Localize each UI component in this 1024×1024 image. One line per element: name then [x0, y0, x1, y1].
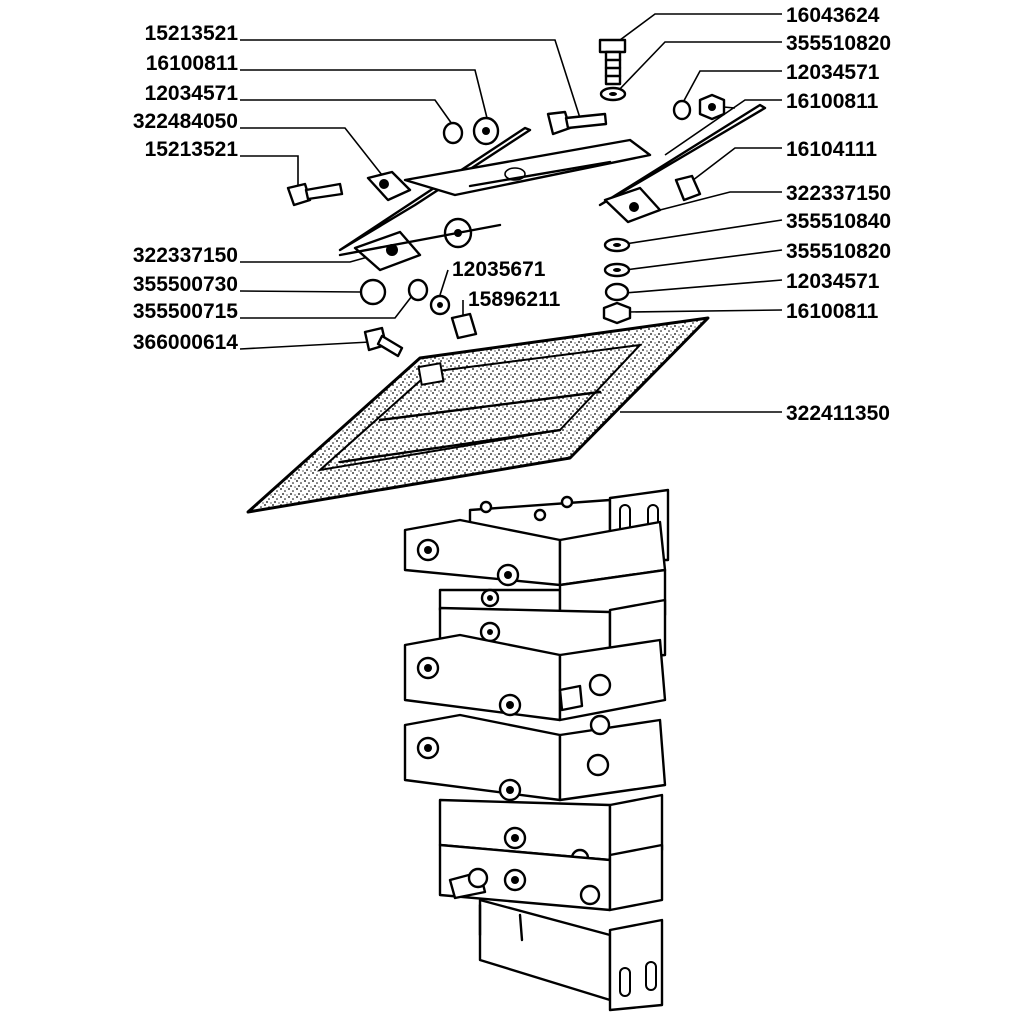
callouts-right: 16043624 355510820 12034571 16100811 161… [786, 4, 891, 425]
leader-355510820-a [616, 41, 782, 93]
callout-right-label: 355510820 [786, 240, 891, 263]
callout-right-label: 16104111 [786, 138, 877, 161]
bottom-mount-bracket [478, 898, 664, 1012]
washer-355500730 [359, 278, 387, 306]
leader-355510840 [624, 219, 783, 245]
lockwasher-12034571-mid [604, 282, 630, 302]
leader-355500715 [240, 291, 416, 319]
callout-right-label: 12034571 [786, 61, 880, 84]
module-5 [403, 713, 667, 802]
callouts-left: 15213521 16100811 12034571 322484050 152… [133, 22, 238, 354]
leader-322337150-a [659, 191, 782, 211]
callout-left-label: 366000614 [133, 331, 238, 354]
callout-right-label: 322411350 [786, 402, 890, 425]
leader-16104111 [683, 147, 782, 188]
callout-left-label: 15213521 [145, 138, 239, 161]
callout-left-label: 355500715 [133, 300, 238, 323]
bolt-15213521-lower [286, 182, 344, 207]
callout-left-label: 322484050 [133, 110, 238, 133]
leader-355510820-b [624, 249, 783, 271]
top-hardware [286, 38, 767, 358]
leader-12034571-a [679, 70, 782, 109]
callout-left-label: 355500730 [133, 273, 238, 296]
leader-16100811-b [626, 309, 783, 313]
washer-355500715 [407, 278, 429, 302]
module-1 [403, 518, 667, 587]
leader-12034571-b [624, 279, 783, 294]
bracket-322484050 [338, 126, 652, 252]
callout-left-label: 16100811 [146, 52, 239, 75]
callout-right-label: 355510840 [786, 210, 891, 233]
callout-right-label: 16043624 [786, 4, 880, 27]
screw-366000614 [363, 326, 404, 358]
leader-12034571-c [240, 99, 453, 125]
leader-322484050 [240, 127, 383, 176]
callout-right-label: 12034571 [786, 270, 880, 293]
lockwasher-12034571-top [672, 99, 692, 121]
leader-16100811-c [240, 69, 488, 119]
leader-lines [239, 13, 783, 413]
leader-16043624 [619, 13, 782, 41]
callout-inner-label: 12035671 [452, 258, 546, 281]
module-4 [403, 633, 667, 722]
part-16104111 [674, 174, 702, 202]
leader-15213521-a [240, 39, 581, 119]
leader-355500730 [239, 290, 361, 293]
callout-right-label: 16100811 [786, 90, 879, 113]
callout-right-label: 322337150 [786, 182, 891, 205]
leader-16100811-a [664, 99, 782, 156]
leader-322337150-b [240, 254, 376, 263]
valve-block-stack [403, 488, 670, 1012]
module-7 [438, 843, 664, 912]
leader-366000614 [239, 341, 371, 350]
angle-bracket-right [598, 103, 767, 224]
callouts-inner: 12035671 15896211 [452, 258, 561, 311]
gasket-322411350 [246, 316, 710, 514]
bolt-16043624 [598, 38, 627, 86]
lockwasher-12034571-left [442, 121, 464, 145]
callout-left-label: 15213521 [145, 22, 239, 45]
nut-16100811-mid [602, 301, 632, 325]
bolt-15213521-upper [546, 110, 608, 136]
leader-12035671 [439, 269, 449, 296]
callout-right-label: 16100811 [786, 300, 879, 323]
callout-right-label: 355510820 [786, 32, 891, 55]
leader-15213521-b [240, 155, 299, 185]
callout-left-label: 322337150 [133, 244, 238, 267]
callout-left-label: 12034571 [145, 82, 239, 105]
bracket-322337150-left [338, 217, 502, 272]
spacer-15896211 [450, 312, 478, 340]
callout-inner-label: 15896211 [468, 288, 561, 311]
